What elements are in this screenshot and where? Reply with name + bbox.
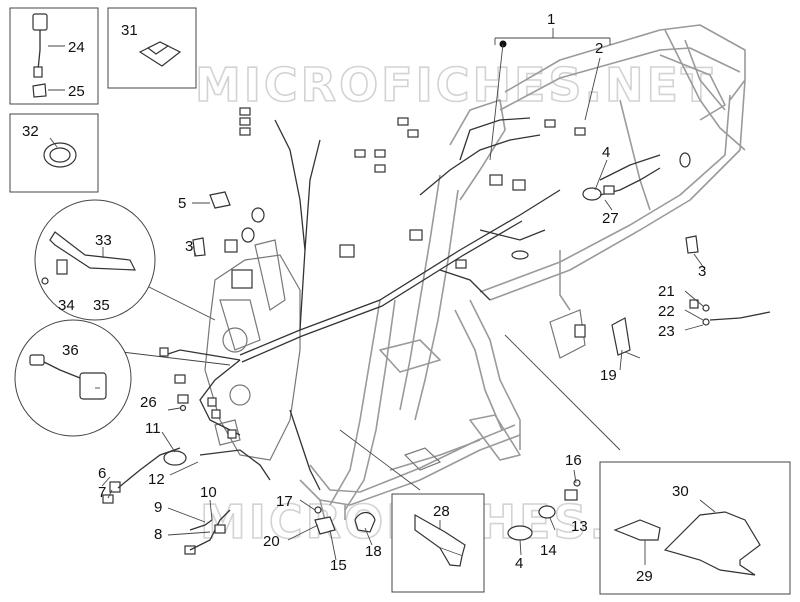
callout-26: 26: [140, 394, 157, 411]
callout-11: 11: [145, 420, 161, 437]
callout-29: 29: [636, 568, 653, 585]
callout-25: 25: [68, 83, 85, 100]
callout-8: 8: [154, 526, 162, 543]
chassis-frame: [104, 24, 746, 521]
callout-4-lower: 4: [515, 555, 523, 572]
callout-15: 15: [330, 557, 347, 574]
callout-1: 1: [547, 11, 555, 28]
loose-parts: [102, 167, 710, 555]
callout-16: 16: [565, 452, 582, 469]
callout-31: 31: [121, 22, 138, 39]
callout-12: 12: [148, 471, 165, 488]
callout-28: 28: [433, 503, 450, 520]
callout-30: 30: [672, 483, 689, 500]
callout-7: 7: [98, 484, 106, 501]
callout-35: 35: [93, 297, 110, 314]
detail-circle-36: [14, 319, 132, 437]
detail-box-32: [9, 113, 99, 193]
callout-5: 5: [178, 195, 186, 212]
callout-10: 10: [200, 484, 217, 501]
callout-19: 19: [600, 367, 617, 384]
detail-box-24-25: [9, 7, 99, 105]
callout-13: 13: [571, 518, 588, 535]
callout-23: 23: [658, 323, 675, 340]
callout-22: 22: [658, 303, 675, 320]
callout-9: 9: [154, 499, 162, 516]
callout-21: 21: [658, 283, 675, 300]
callout-3-left: 3: [185, 238, 193, 255]
detail-box-29-30: [599, 461, 791, 595]
watermark-top: MICROFICHES.NET: [195, 58, 715, 112]
callout-32: 32: [22, 123, 39, 140]
callout-27: 27: [602, 210, 619, 227]
callout-20: 20: [263, 533, 280, 550]
callout-18: 18: [365, 543, 382, 560]
callout-34: 34: [58, 297, 75, 314]
callout-14: 14: [540, 542, 557, 559]
callout-2: 2: [595, 40, 603, 57]
callout-3-right: 3: [698, 263, 706, 280]
callout-labels: 1 2 3 3 4 4 5 6 7 8 9 10 11 12 13 14 15 …: [22, 11, 706, 585]
callout-36: 36: [62, 342, 79, 359]
callout-leaders: [101, 28, 705, 561]
callout-24: 24: [68, 39, 85, 56]
callout-6: 6: [98, 465, 106, 482]
wiring-harness: [159, 107, 771, 491]
engine-assembly: [204, 239, 301, 461]
callout-17: 17: [276, 493, 293, 510]
callout-4-upper: 4: [602, 144, 610, 161]
detail-box-28: [391, 493, 485, 593]
detail-box-31: [107, 7, 197, 89]
detail-circle-33-35: [34, 199, 156, 321]
callout-33: 33: [95, 232, 112, 249]
